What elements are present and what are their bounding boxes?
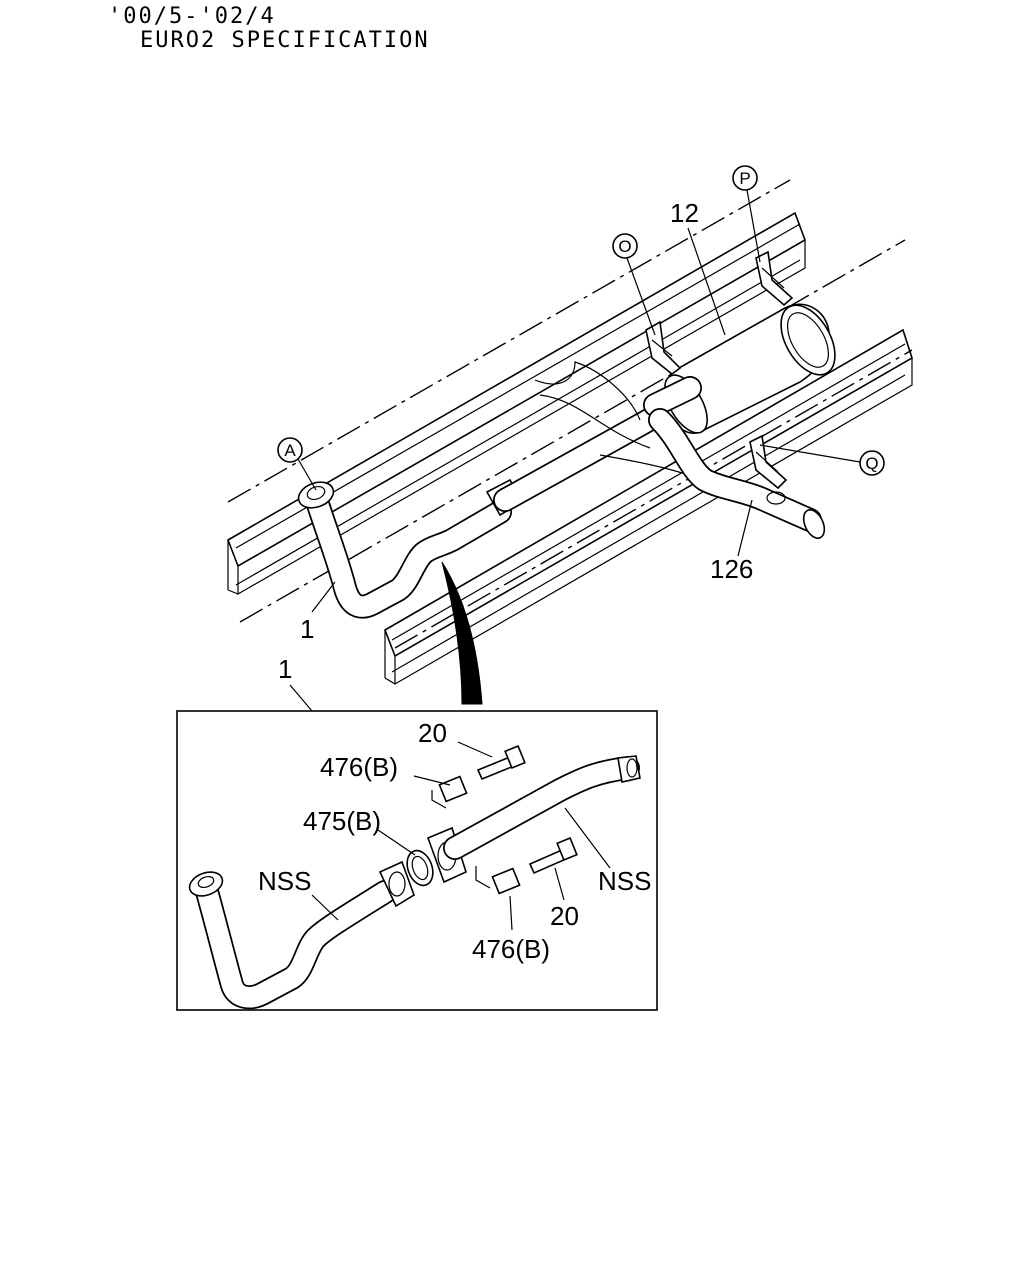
callout-tail-pipe: 126 — [710, 499, 753, 584]
bracket-o — [645, 320, 682, 376]
svg-text:12: 12 — [670, 198, 699, 228]
bracket-p — [755, 250, 794, 307]
callout-bolt-top: 20 — [418, 718, 447, 748]
svg-text:Q: Q — [865, 454, 878, 473]
specification-label: EURO2 SPECIFICATION — [140, 28, 430, 53]
frame-rail-right — [384, 328, 913, 686]
bolt-bottom — [528, 836, 578, 875]
nut-bottom — [491, 867, 521, 895]
frame-centerline-left — [227, 179, 791, 503]
detail-box: 1 — [176, 654, 658, 1011]
bolt-top — [476, 744, 526, 781]
tail-pipe — [648, 408, 826, 539]
callout-nut-bottom: 476(B) — [472, 934, 550, 964]
callout-nut-top: 476(B) — [320, 752, 398, 782]
ref-a-marker: A — [277, 437, 317, 491]
ref-p-marker: P — [732, 165, 761, 263]
svg-text:126: 126 — [710, 554, 753, 584]
bracket-q — [749, 434, 788, 505]
svg-text:P: P — [739, 169, 750, 188]
callout-nss-left: NSS — [258, 866, 311, 896]
svg-text:O: O — [618, 237, 631, 256]
svg-text:A: A — [284, 441, 296, 460]
model-period-label: '00/5-'02/4 — [108, 4, 276, 29]
ref-q-marker: Q — [759, 444, 885, 476]
svg-text:1: 1 — [300, 614, 314, 644]
callout-gasket: 475(B) — [303, 806, 381, 836]
frame-centerline-lower — [394, 349, 913, 649]
svg-text:1: 1 — [278, 654, 292, 684]
frame-rail-left — [227, 211, 806, 596]
callout-bolt-bottom: 20 — [550, 901, 579, 931]
nut-top — [438, 775, 468, 803]
frame-centerline-right — [239, 239, 906, 623]
callout-muffler: 12 — [670, 198, 726, 336]
callout-nss-right: NSS — [598, 866, 651, 896]
muffler — [643, 303, 836, 434]
ref-o-marker: O — [612, 233, 656, 336]
callout-front-pipe: 1 — [300, 581, 336, 644]
detail-pointer — [441, 561, 483, 705]
